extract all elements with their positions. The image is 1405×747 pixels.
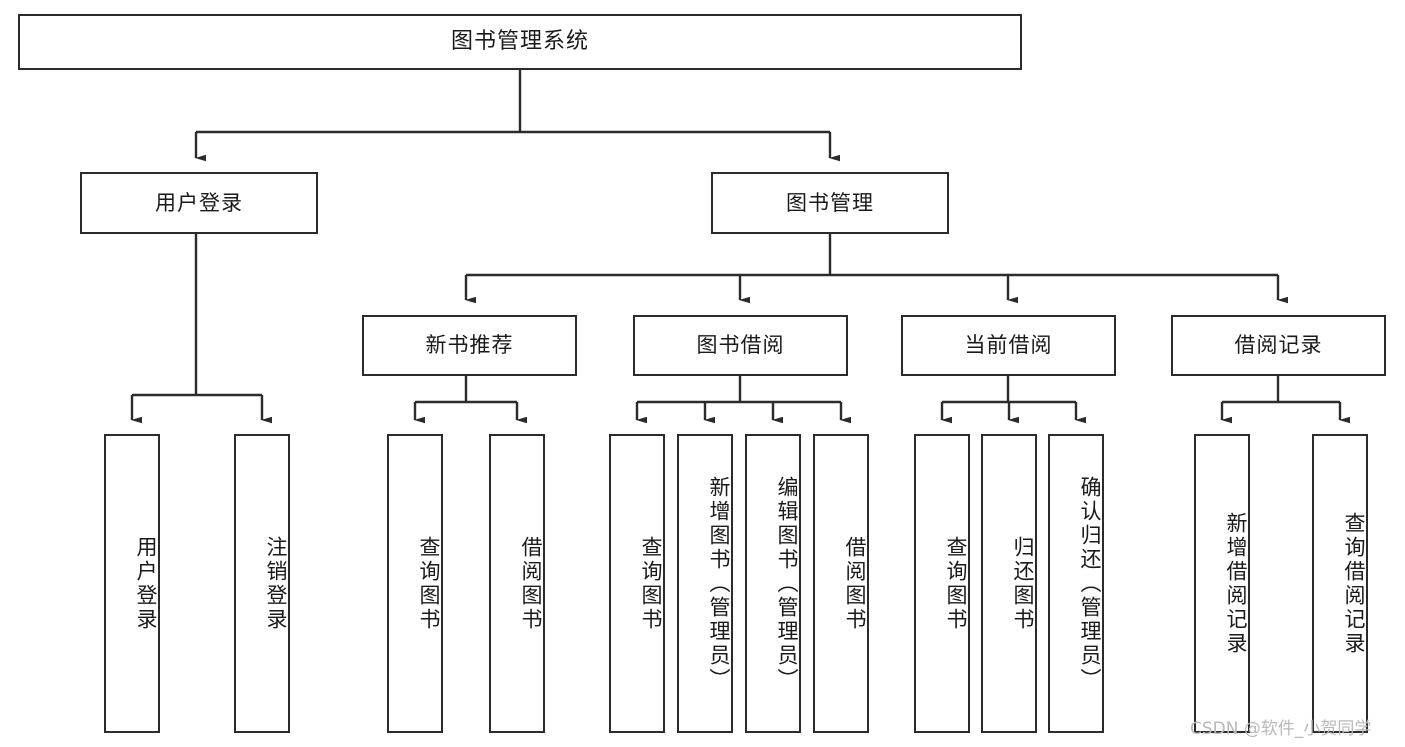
- node-book-management-label: 图书管理: [786, 190, 874, 215]
- node-leaf-borrow-book-1-label: 借阅图书: [519, 535, 543, 632]
- node-user-login[interactable]: 用户登录: [80, 172, 318, 234]
- node-leaf-add-record[interactable]: 新增借阅记录: [1194, 434, 1250, 733]
- node-borrow-record-label: 借阅记录: [1234, 333, 1323, 358]
- node-leaf-logout-label: 注销登录: [264, 535, 288, 632]
- node-leaf-query-book-2[interactable]: 查询图书: [609, 434, 665, 733]
- node-book-management[interactable]: 图书管理: [711, 172, 949, 234]
- node-leaf-query-book-3-label: 查询图书: [944, 535, 968, 632]
- node-current-borrow[interactable]: 当前借阅: [901, 315, 1116, 376]
- node-root-system-label: 图书管理系统: [450, 29, 589, 55]
- node-leaf-confirm-return[interactable]: 确认归还（管理员）: [1048, 434, 1104, 733]
- node-leaf-user-login-label: 用户登录: [134, 535, 158, 632]
- node-leaf-return-book[interactable]: 归还图书: [981, 434, 1037, 733]
- node-leaf-user-login[interactable]: 用户登录: [104, 434, 160, 733]
- node-leaf-query-book-1[interactable]: 查询图书: [387, 434, 443, 733]
- node-borrow-record[interactable]: 借阅记录: [1171, 315, 1386, 376]
- node-book-borrow[interactable]: 图书借阅: [633, 315, 848, 376]
- node-leaf-query-book-1-label: 查询图书: [417, 535, 441, 632]
- node-current-borrow-label: 当前借阅: [964, 333, 1053, 358]
- node-leaf-borrow-book-2[interactable]: 借阅图书: [813, 434, 869, 733]
- csdn-watermark: CSDN @软件_小贺同学: [1190, 719, 1372, 739]
- node-root-system[interactable]: 图书管理系统: [18, 14, 1022, 70]
- node-leaf-edit-book-label: 编辑图书（管理员）: [775, 475, 799, 692]
- node-leaf-query-record[interactable]: 查询借阅记录: [1312, 434, 1368, 733]
- node-leaf-borrow-book-2-label: 借阅图书: [843, 535, 867, 632]
- node-leaf-confirm-return-label: 确认归还（管理员）: [1078, 475, 1102, 692]
- node-leaf-edit-book[interactable]: 编辑图书（管理员）: [745, 434, 801, 733]
- node-new-book-recommend[interactable]: 新书推荐: [362, 315, 577, 376]
- node-leaf-logout[interactable]: 注销登录: [234, 434, 290, 733]
- node-leaf-query-record-label: 查询借阅记录: [1342, 511, 1366, 656]
- node-leaf-query-book-3[interactable]: 查询图书: [914, 434, 970, 733]
- node-leaf-add-record-label: 新增借阅记录: [1224, 511, 1248, 656]
- node-leaf-add-book-label: 新增图书（管理员）: [707, 475, 731, 692]
- node-new-book-recommend-label: 新书推荐: [425, 333, 514, 358]
- node-leaf-query-book-2-label: 查询图书: [639, 535, 663, 632]
- node-user-login-label: 用户登录: [155, 190, 243, 215]
- node-leaf-add-book[interactable]: 新增图书（管理员）: [677, 434, 733, 733]
- node-leaf-return-book-label: 归还图书: [1011, 535, 1035, 632]
- node-leaf-borrow-book-1[interactable]: 借阅图书: [489, 434, 545, 733]
- node-book-borrow-label: 图书借阅: [696, 333, 785, 358]
